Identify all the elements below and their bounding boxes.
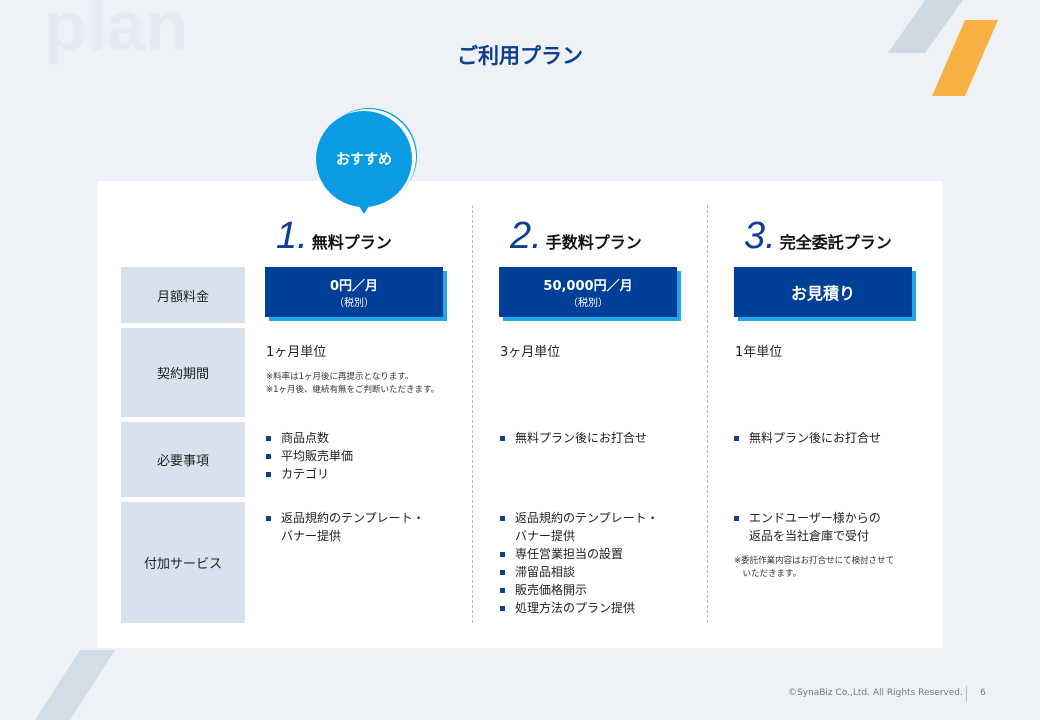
services-1: 返品規約のテンプレート・ バナー提供 bbox=[264, 509, 425, 545]
price-box-3: お見積り bbox=[734, 267, 912, 317]
watermark: plan bbox=[44, 0, 188, 65]
list-item: 返品規約のテンプレート・ バナー提供 bbox=[264, 509, 425, 545]
row-label-period: 契約期間 bbox=[121, 328, 245, 417]
note: ※1ヶ月後、継続有無をご判断いただきます。 bbox=[266, 385, 440, 395]
plan-number: 3. bbox=[744, 215, 776, 257]
copyright: ©SynaBiz Co.,Ltd. All Rights Reserved. bbox=[788, 688, 963, 698]
price: 0円／月 bbox=[329, 279, 379, 294]
plan-number: 2. bbox=[510, 215, 542, 257]
services-3: エンドユーザー様からの 返品を当社倉庫で受付 bbox=[732, 509, 881, 545]
period-1: 1ヶ月単位 bbox=[266, 345, 327, 360]
plan-header-3: 3.完全委託プラン bbox=[744, 215, 892, 258]
list-item: 返品規約のテンプレート・ バナー提供 bbox=[498, 509, 659, 545]
divider bbox=[707, 205, 708, 623]
row-label-requirements: 必要事項 bbox=[121, 422, 245, 497]
requirements-2: 無料プラン後にお打合せ bbox=[498, 429, 647, 447]
tax-note: （税別） bbox=[568, 298, 608, 309]
page-number: 6 bbox=[980, 688, 986, 698]
divider bbox=[472, 205, 473, 623]
price: お見積り bbox=[790, 284, 855, 303]
list-item: 無料プラン後にお打合せ bbox=[732, 429, 881, 447]
tax-note: （税別） bbox=[334, 298, 374, 309]
plan-header-2: 2.手数料プラン bbox=[510, 215, 642, 258]
price-box-2: 50,000円／月 （税別） bbox=[499, 267, 677, 317]
plan-name: 手数料プラン bbox=[545, 233, 642, 252]
row-label-services: 付加サービス bbox=[121, 502, 245, 623]
services-2: 返品規約のテンプレート・ バナー提供専任営業担当の設置滞留品相談販売価格開示処理… bbox=[498, 509, 659, 617]
note: ※料率は1ヶ月後に再提示となります。 bbox=[266, 372, 414, 382]
list-item: 販売価格開示 bbox=[498, 581, 659, 599]
row-label-fee: 月額料金 bbox=[121, 267, 245, 323]
period-notes: ※料率は1ヶ月後に再提示となります。 ※1ヶ月後、継続有無をご判断いただきます。 bbox=[266, 371, 439, 397]
price: 50,000円／月 bbox=[543, 279, 633, 294]
list-item: 商品点数 bbox=[264, 429, 353, 447]
plan-name: 無料プラン bbox=[311, 233, 392, 252]
list-item: エンドユーザー様からの 返品を当社倉庫で受付 bbox=[732, 509, 881, 545]
badge-tail bbox=[357, 203, 371, 214]
list-item: 専任営業担当の設置 bbox=[498, 545, 659, 563]
recommended-badge: おすすめ bbox=[316, 111, 412, 207]
requirements-3: 無料プラン後にお打合せ bbox=[732, 429, 881, 447]
decor-stripe-bottom bbox=[35, 650, 115, 720]
list-item: 無料プラン後にお打合せ bbox=[498, 429, 647, 447]
list-item: 処理方法のプラン提供 bbox=[498, 599, 659, 617]
plan-header-1: 1.無料プラン bbox=[276, 215, 392, 258]
list-item: 滞留品相談 bbox=[498, 563, 659, 581]
decor-stripes bbox=[888, 0, 998, 96]
period-3: 1年単位 bbox=[735, 345, 783, 360]
price-box-1: 0円／月 （税別） bbox=[265, 267, 443, 317]
list-item: 平均販売単価 bbox=[264, 447, 353, 465]
period-2: 3ヶ月単位 bbox=[500, 345, 561, 360]
service-note: ※委託作業内容はお打合せにて検討させて いただきます。 bbox=[734, 556, 895, 579]
footer-divider bbox=[966, 686, 967, 702]
page-title: ご利用プラン bbox=[457, 44, 583, 68]
requirements-1: 商品点数平均販売単価カテゴリ bbox=[264, 429, 353, 483]
list-item: カテゴリ bbox=[264, 465, 353, 483]
plan-number: 1. bbox=[276, 215, 308, 257]
plan-name: 完全委託プラン bbox=[779, 233, 892, 252]
